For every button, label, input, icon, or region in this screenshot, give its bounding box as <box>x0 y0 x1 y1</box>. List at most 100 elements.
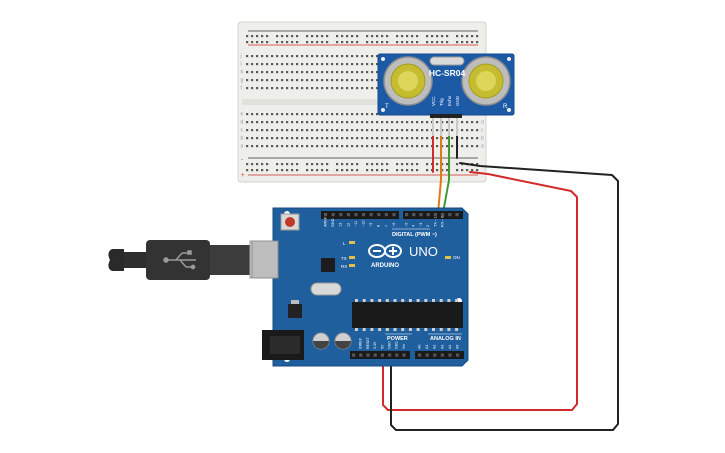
rail-hole <box>411 41 414 44</box>
wires <box>382 135 619 431</box>
terminal-hole <box>286 55 289 58</box>
terminal-hole <box>256 87 259 90</box>
rail-hole <box>401 169 404 172</box>
header-socket[interactable] <box>418 353 422 357</box>
terminal-hole <box>296 121 299 124</box>
terminal-hole <box>471 129 474 132</box>
rail-hole <box>281 169 284 172</box>
sensor-mark-t: T <box>385 104 389 110</box>
header-socket[interactable] <box>366 353 370 357</box>
header-socket[interactable] <box>339 213 343 217</box>
row-letter: c <box>481 128 484 134</box>
header-socket[interactable] <box>346 213 350 217</box>
mcu-pin <box>455 328 459 331</box>
rail-hole <box>431 41 434 44</box>
terminal-hole <box>391 121 394 124</box>
rail-hole <box>246 41 249 44</box>
header-socket[interactable] <box>373 353 377 357</box>
terminal-hole <box>361 145 364 148</box>
terminal-hole <box>246 121 249 124</box>
header-socket[interactable] <box>392 213 396 217</box>
rail-hole <box>411 163 414 166</box>
terminal-hole <box>321 145 324 148</box>
terminal-hole <box>276 63 279 66</box>
header-socket[interactable] <box>441 213 445 217</box>
header-socket[interactable] <box>380 353 384 357</box>
header-socket[interactable] <box>331 213 335 217</box>
terminal-hole <box>311 87 314 90</box>
header-socket[interactable] <box>433 353 437 357</box>
header-socket[interactable] <box>405 213 409 217</box>
header-socket[interactable] <box>440 353 444 357</box>
rail-hole <box>441 163 444 166</box>
terminal-hole <box>271 121 274 124</box>
receiver-transducer <box>461 56 511 106</box>
header-socket[interactable] <box>433 213 437 217</box>
header-socket[interactable] <box>384 213 388 217</box>
terminal-hole <box>291 79 294 82</box>
header-socket[interactable] <box>426 213 430 217</box>
sensor-mark-r: R <box>503 104 508 110</box>
header-socket[interactable] <box>388 353 392 357</box>
header-socket[interactable] <box>448 213 452 217</box>
terminal-hole <box>246 55 249 58</box>
header-socket[interactable] <box>412 213 416 217</box>
digital-pin-label: 12 <box>346 223 350 227</box>
mcu-pin <box>432 328 435 331</box>
terminal-hole <box>301 129 304 132</box>
terminal-hole <box>416 137 419 140</box>
terminal-hole <box>316 55 319 58</box>
header-socket[interactable] <box>324 213 328 217</box>
mount-hole <box>381 57 385 61</box>
led-label-tx: TX <box>341 256 347 261</box>
header-socket[interactable] <box>455 213 459 217</box>
terminal-hole <box>396 145 399 148</box>
terminal-hole <box>361 63 364 66</box>
rail-hole <box>341 163 344 166</box>
header-socket[interactable] <box>354 213 358 217</box>
power-pin-label: RESET <box>366 336 370 349</box>
header-socket[interactable] <box>425 353 429 357</box>
header-socket[interactable] <box>448 353 452 357</box>
mcu-pin <box>393 328 397 331</box>
header-socket[interactable] <box>456 353 460 357</box>
rail-hole <box>416 163 419 166</box>
header-socket[interactable] <box>377 213 381 217</box>
rail-hole <box>341 169 344 172</box>
terminal-hole <box>326 55 329 58</box>
rail-hole <box>251 41 254 44</box>
header-socket[interactable] <box>395 353 399 357</box>
terminal-hole <box>391 129 394 132</box>
terminal-hole <box>311 145 314 148</box>
terminal-hole <box>346 145 349 148</box>
rail-hole <box>386 169 389 172</box>
mcu-pin <box>378 299 382 302</box>
digital-pin-label: ~3 <box>419 223 423 227</box>
reset-button[interactable] <box>280 213 300 231</box>
rail-hole <box>321 163 324 166</box>
header-socket[interactable] <box>362 213 366 217</box>
terminal-hole <box>261 121 264 124</box>
rail-hole <box>261 41 264 44</box>
terminal-hole <box>401 137 404 140</box>
terminal-hole <box>376 71 379 74</box>
terminal-hole <box>296 55 299 58</box>
terminal-hole <box>356 87 359 90</box>
header-socket[interactable] <box>369 213 373 217</box>
rail-hole <box>456 35 459 38</box>
terminal-hole <box>266 121 269 124</box>
terminal-hole <box>356 79 359 82</box>
terminal-hole <box>341 129 344 132</box>
terminal-hole <box>286 79 289 82</box>
terminal-hole <box>396 137 399 140</box>
terminal-hole <box>251 145 254 148</box>
analog-pin-label: A1 <box>425 345 429 349</box>
header-socket[interactable] <box>352 353 356 357</box>
terminal-hole <box>351 145 354 148</box>
header-socket[interactable] <box>419 213 423 217</box>
header-socket[interactable] <box>359 353 363 357</box>
terminal-hole <box>311 129 314 132</box>
terminal-hole <box>336 129 339 132</box>
terminal-hole <box>281 129 284 132</box>
header-socket[interactable] <box>402 353 406 357</box>
